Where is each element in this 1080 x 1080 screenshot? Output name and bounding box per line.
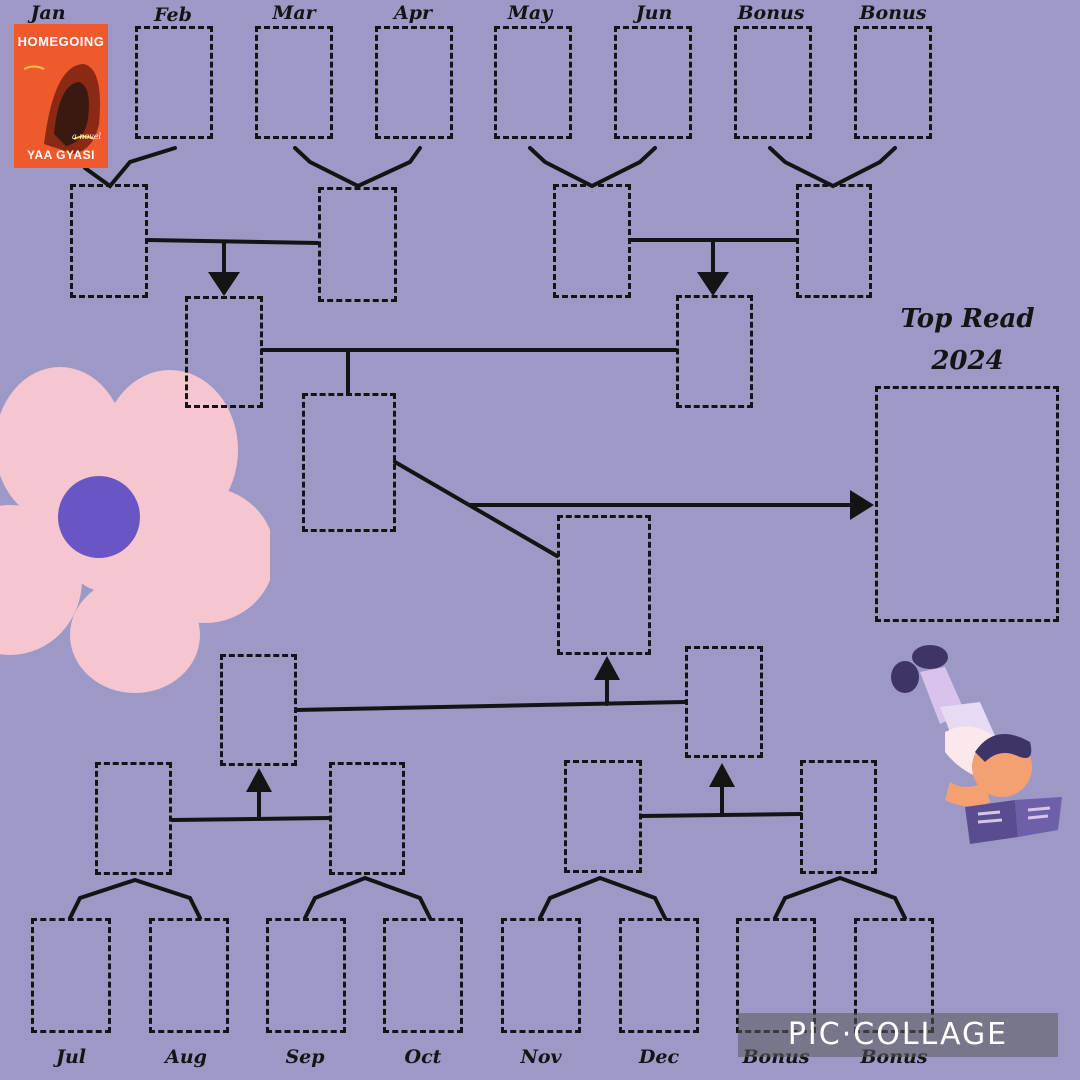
slot-top-r2-1[interactable] (70, 184, 148, 298)
label-top-5: May (507, 2, 553, 24)
slot-semi-top[interactable] (302, 393, 396, 532)
label-top-8: Bonus (859, 2, 927, 24)
top-read-line2: 2024 (931, 346, 1004, 376)
slot-bottom-r2-1[interactable] (95, 762, 172, 875)
homegoing-book-cover: HOMEGOING a novel YAA GYASI (14, 24, 108, 168)
slot-bottom-r2-2[interactable] (329, 762, 405, 875)
slot-oct[interactable] (383, 918, 463, 1033)
slot-top-read-final[interactable] (875, 386, 1059, 622)
label-top-1: Jan (30, 2, 66, 24)
label-bottom-2: Aug (165, 1046, 207, 1068)
slot-dec[interactable] (619, 918, 699, 1033)
slot-feb[interactable] (135, 26, 213, 139)
slot-jul[interactable] (31, 918, 111, 1033)
slot-bonus-top-2[interactable] (854, 26, 932, 139)
book-author: YAA GYASI (27, 148, 95, 162)
slot-jun[interactable] (614, 26, 692, 139)
reading-child-icon (891, 645, 1062, 844)
slot-bottom-r3-1[interactable] (220, 654, 297, 766)
top-read-line1: Top Read (900, 304, 1035, 334)
label-bottom-5: Nov (520, 1046, 562, 1068)
flower-icon (0, 367, 270, 693)
slot-mar[interactable] (255, 26, 333, 139)
slot-bonus-top-1[interactable] (734, 26, 812, 139)
slot-top-r3-1[interactable] (185, 296, 263, 408)
slot-semi-bottom[interactable] (557, 515, 651, 655)
piccollage-watermark: PIC·COLLAGE (738, 1013, 1058, 1057)
label-bottom-1: Jul (55, 1046, 87, 1068)
slot-apr[interactable] (375, 26, 453, 139)
label-top-2: Feb (154, 4, 192, 26)
slot-top-r2-4[interactable] (796, 184, 872, 298)
slot-bottom-r3-2[interactable] (685, 646, 763, 758)
slot-top-r2-2[interactable] (318, 187, 397, 302)
label-top-7: Bonus (737, 2, 805, 24)
label-bottom-6: Dec (638, 1046, 680, 1068)
slot-bottom-r2-3[interactable] (564, 760, 642, 873)
book-title: HOMEGOING (17, 34, 105, 49)
slot-sep[interactable] (266, 918, 346, 1033)
slot-top-r2-3[interactable] (553, 184, 631, 298)
slot-bottom-r2-4[interactable] (800, 760, 877, 874)
label-bottom-3: Sep (285, 1046, 325, 1068)
label-bottom-4: Oct (404, 1046, 442, 1068)
slot-top-r3-2[interactable] (676, 295, 753, 408)
label-top-4: Apr (393, 2, 433, 24)
slot-may[interactable] (494, 26, 572, 139)
slot-nov[interactable] (501, 918, 581, 1033)
book-tagline: a novel (72, 132, 102, 141)
label-top-3: Mar (272, 2, 316, 24)
top-read-title: Top Read 2024 (880, 298, 1055, 382)
slot-aug[interactable] (149, 918, 229, 1033)
label-top-6: Jun (635, 2, 673, 24)
